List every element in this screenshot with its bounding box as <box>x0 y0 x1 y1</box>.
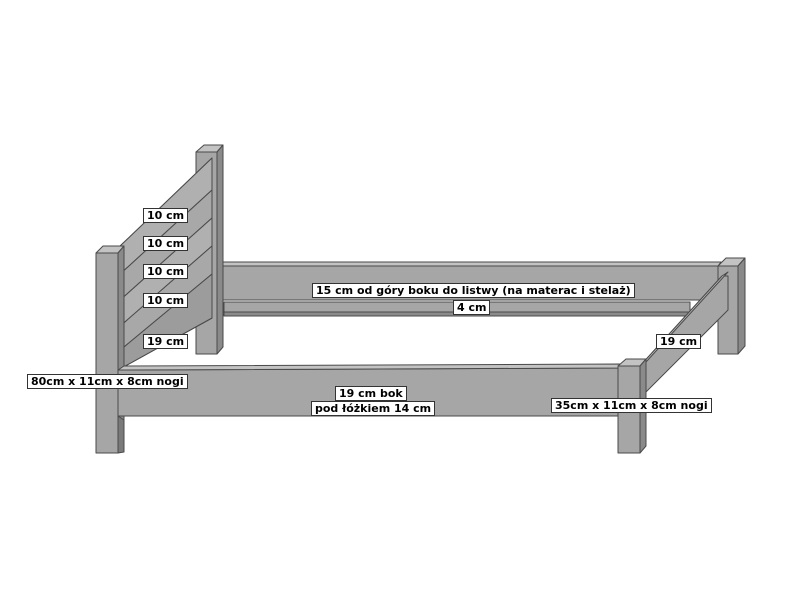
side-rail-under-bed-label: pod łóżkiem 14 cm <box>311 401 436 416</box>
inner-rail-height-label: 4 cm <box>453 300 491 315</box>
head-legs-dimension-label: 80cm x 11cm x 8cm nogi <box>27 374 188 389</box>
slat-2-height-label: 10 cm <box>143 236 189 251</box>
slat-3-height-label: 10 cm <box>143 264 189 279</box>
side-rail-height-label: 19 cm bok <box>335 386 407 401</box>
headboard-bottom-gap-label: 19 cm <box>143 334 189 349</box>
slat-1-height-label: 10 cm <box>143 208 189 223</box>
slat-4-height-label: 10 cm <box>143 293 189 308</box>
foot-board-height-label: 19 cm <box>656 334 702 349</box>
inner-rail-offset-label: 15 cm od góry boku do listwy (na materac… <box>312 283 635 298</box>
foot-legs-dimension-label: 35cm x 11cm x 8cm nogi <box>551 398 712 413</box>
